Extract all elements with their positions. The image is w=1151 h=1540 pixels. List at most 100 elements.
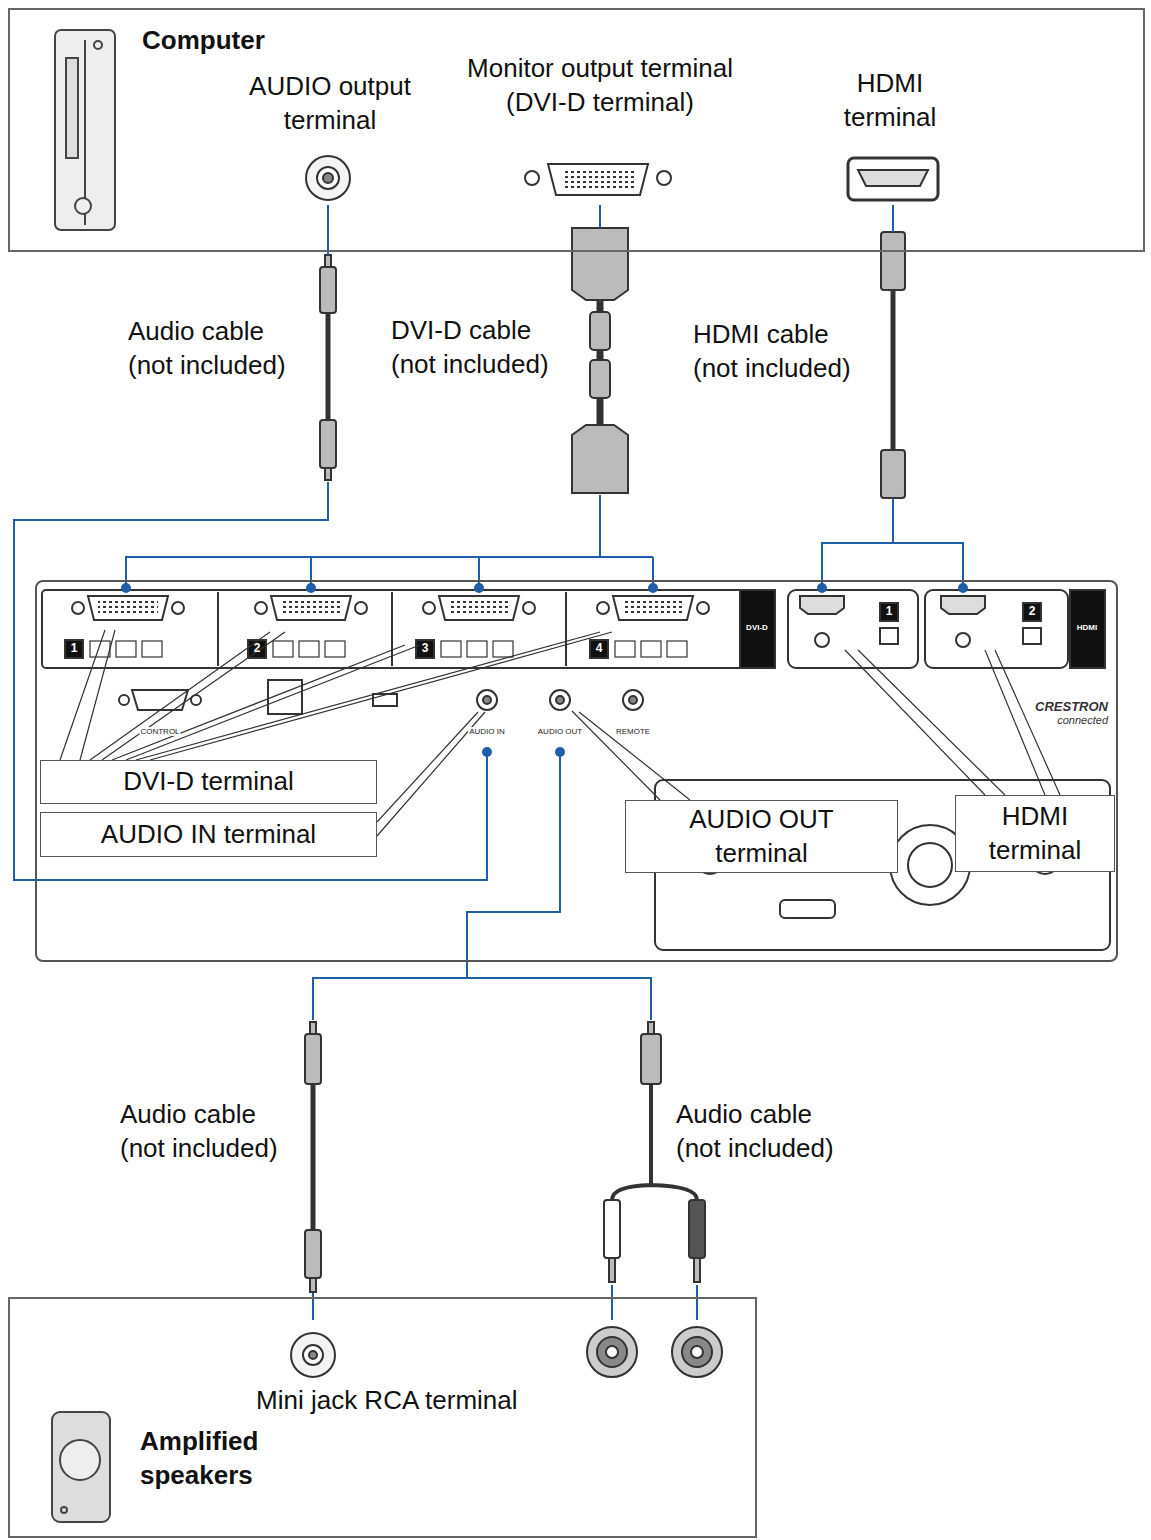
projector-panel — [423, 602, 435, 614]
signal-cable-line — [611, 1285, 613, 1320]
projector-panel — [1070, 590, 1105, 668]
computer-ports — [525, 171, 539, 185]
projector-panel — [1023, 603, 1041, 621]
projector-panel — [615, 641, 635, 657]
computer-tower — [94, 41, 102, 49]
terminal-label: Monitor output terminal (DVI-D terminal) — [455, 30, 745, 205]
projector-panel — [271, 596, 351, 620]
cable-drawings — [694, 1258, 700, 1282]
panel-marking: 1 — [70, 642, 79, 656]
node-text: HDMI terminal — [960, 800, 1110, 868]
panel-marking: 3 — [421, 642, 430, 656]
speaker-ports — [597, 1337, 627, 1367]
cable-drawings — [641, 1034, 661, 1084]
computer-tower — [55, 30, 115, 230]
signal-cable-line — [327, 205, 329, 255]
projector-panel — [565, 592, 567, 666]
cable-drawings — [572, 425, 628, 493]
wire-dots — [474, 583, 484, 593]
speaker-ports — [682, 1337, 712, 1367]
leader-lines — [112, 645, 420, 760]
panel-marking-text: CONTROL — [139, 727, 180, 736]
wire-dots — [121, 583, 968, 757]
node-text: HDMI terminal — [828, 67, 953, 135]
projector-panel — [623, 600, 683, 616]
computer-ports — [848, 158, 938, 200]
wire-dots — [958, 583, 968, 593]
panel-marking: 2 — [253, 642, 262, 656]
panel-marking: 1 — [885, 605, 894, 619]
node-text: CRESTRON — [1035, 700, 1108, 714]
speaker-icon — [60, 1440, 100, 1480]
projector-panel — [98, 600, 158, 616]
signal-cable-line — [599, 205, 601, 228]
speaker-panel: Amplified speakers Mini jack RCA terminal — [8, 1297, 757, 1538]
speaker-ports — [606, 1346, 618, 1358]
projector-panel — [493, 641, 513, 657]
leader-lines — [845, 650, 1005, 795]
leader-lines — [136, 632, 612, 760]
projector-panel — [119, 695, 129, 705]
projector-panel — [550, 690, 570, 710]
cable-drawings — [891, 290, 896, 450]
projector-panel — [373, 694, 397, 706]
terminal-label: Mini jack RCA terminal — [252, 1320, 742, 1418]
signal-wires — [467, 752, 560, 962]
terminal-label: AUDIO output terminal — [230, 68, 430, 205]
node-text: Mini jack RCA terminal — [256, 1384, 518, 1418]
projector-panel — [72, 602, 84, 614]
computer-ports — [548, 164, 648, 195]
cable: Audio cable (not included) — [596, 1020, 850, 1285]
cable-drawings — [320, 267, 336, 313]
callout-box: DVI-D terminal — [40, 760, 377, 804]
cable-drawings — [326, 313, 331, 420]
projector-panel — [439, 596, 519, 620]
projector-panel — [416, 640, 434, 658]
projector-panel — [788, 590, 918, 668]
panel-marking: HDMI — [1076, 623, 1098, 632]
callout-box: AUDIO IN terminal — [40, 812, 377, 857]
cable-drawings — [305, 1034, 321, 1084]
projector-panel — [467, 641, 487, 657]
node-text: Audio cable (not included) — [676, 1098, 848, 1166]
projector-panel — [590, 640, 608, 658]
cable-drawings — [881, 450, 905, 498]
projector-panel — [449, 600, 509, 616]
node-text: Amplified speakers — [140, 1425, 280, 1493]
projector-panel — [299, 641, 319, 657]
cable-drawings — [305, 228, 905, 1292]
cable-drawings — [305, 1230, 321, 1278]
speaker-icon — [52, 1412, 110, 1522]
projector-panel — [441, 641, 461, 657]
cable-drawings — [648, 1022, 654, 1034]
signal-wires — [696, 1285, 698, 1320]
cable-drawings — [689, 1200, 705, 1258]
computer-ports — [306, 156, 350, 200]
cable-drawings — [881, 232, 905, 290]
callout-box: AUDIO OUT terminal — [625, 800, 898, 873]
leader-lines — [572, 711, 690, 800]
speaker-ports — [587, 1327, 637, 1377]
signal-wires — [35, 543, 963, 1320]
cable: DVI-D cable (not included) — [388, 228, 633, 495]
panel-marking-text: 3 — [421, 642, 430, 656]
projector-panel — [42, 590, 775, 668]
panel-marking-text: REMOTE — [615, 727, 651, 736]
projector-panel — [391, 592, 393, 666]
panel-marking: 4 — [595, 642, 604, 656]
computer-panel: ComputerAUDIO output terminalMonitor out… — [8, 8, 1145, 252]
speaker-ports — [303, 1345, 323, 1365]
wire-dots — [817, 583, 827, 593]
signal-cable-line — [467, 962, 651, 1020]
signal-cable-line — [892, 205, 894, 232]
projector-panel — [641, 641, 661, 657]
projector-panel — [172, 602, 184, 614]
wire-dots — [121, 583, 131, 593]
projector-panel — [355, 602, 367, 614]
projector-panel — [697, 602, 709, 614]
projector-panel — [613, 596, 693, 620]
panel-marking: 2 — [1028, 605, 1037, 619]
wire-dots — [482, 747, 492, 757]
speaker-ports — [309, 1351, 317, 1359]
